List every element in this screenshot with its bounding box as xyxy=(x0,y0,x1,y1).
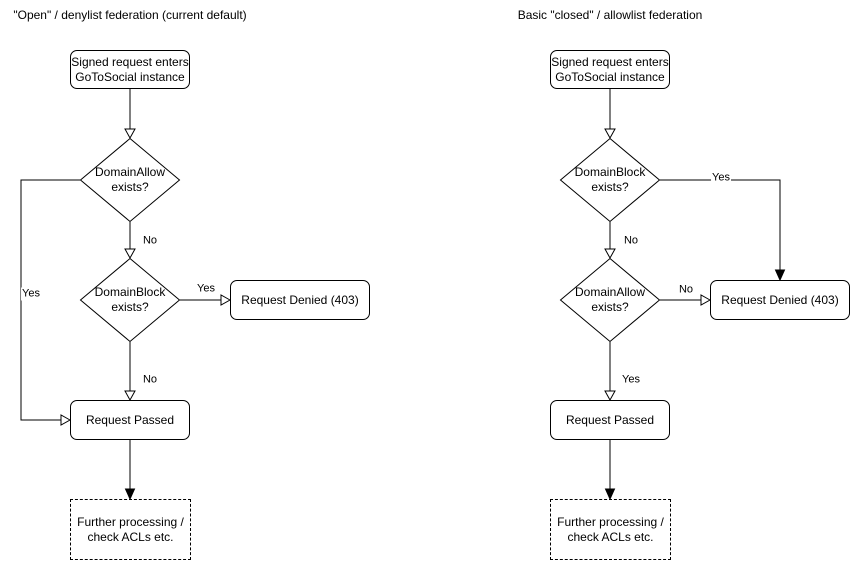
arrowhead-open-icon xyxy=(700,294,712,306)
flowchart-open-edges xyxy=(20,89,232,501)
edge-label-no: No xyxy=(141,234,159,248)
arrowhead-open-icon xyxy=(604,128,616,140)
further-processing-node: Further processing / check ACLs etc. xyxy=(70,499,191,560)
decision-domainallow-node: DomainAllow exists? xyxy=(559,257,661,343)
further-processing-node: Further processing / check ACLs etc. xyxy=(550,499,671,560)
request-denied-node: Request Denied (403) xyxy=(710,280,850,320)
decision-label: DomainAllow exists? xyxy=(94,165,166,194)
diamond-shape-icon xyxy=(79,257,181,343)
arrowhead-open-icon xyxy=(604,390,616,402)
diamond-shape-icon xyxy=(79,137,181,223)
arrowhead-filled-icon xyxy=(604,488,616,501)
diamond-shape-icon xyxy=(559,257,661,343)
edge-label-no: No xyxy=(622,234,640,248)
edge-label-yes: Yes xyxy=(21,287,41,301)
arrowhead-open-icon xyxy=(124,248,136,260)
decision-domainblock-node: DomainBlock exists? xyxy=(559,137,661,223)
edge-label-no: No xyxy=(677,283,695,297)
arrowhead-open-icon xyxy=(604,248,616,260)
decision-label: DomainBlock exists? xyxy=(574,165,646,194)
edge-domainblock-yes-to-denied xyxy=(660,179,781,270)
diamond-shape-icon xyxy=(559,137,661,223)
decision-label: DomainBlock exists? xyxy=(94,285,166,314)
edge-domainallow-yes-to-passed xyxy=(20,179,80,421)
arrowhead-filled-icon xyxy=(774,269,786,282)
start-node: Signed request enters GoToSocial instanc… xyxy=(70,50,190,89)
request-passed-node: Request Passed xyxy=(550,400,670,440)
edge-label-yes: Yes xyxy=(621,373,641,387)
request-passed-node: Request Passed xyxy=(70,400,190,440)
edge-label-no: No xyxy=(141,373,159,387)
decision-domainallow-node: DomainAllow exists? xyxy=(79,137,181,223)
arrowhead-filled-icon xyxy=(124,488,136,501)
flowchart-closed-edges xyxy=(604,89,786,501)
decision-domainblock-node: DomainBlock exists? xyxy=(79,257,181,343)
chart-title: Basic "closed" / allowlist federation xyxy=(517,8,703,22)
arrowhead-open-icon xyxy=(124,390,136,402)
chart-title: "Open" / denylist federation (current de… xyxy=(13,8,247,22)
arrowhead-open-icon xyxy=(220,294,232,306)
edge-label-yes: Yes xyxy=(196,282,216,296)
request-denied-node: Request Denied (403) xyxy=(230,280,370,320)
start-node: Signed request enters GoToSocial instanc… xyxy=(550,50,670,89)
decision-label: DomainAllow exists? xyxy=(574,285,646,314)
edge-label-yes: Yes xyxy=(711,171,731,185)
arrowhead-open-icon xyxy=(60,414,72,426)
arrowhead-open-icon xyxy=(124,128,136,140)
